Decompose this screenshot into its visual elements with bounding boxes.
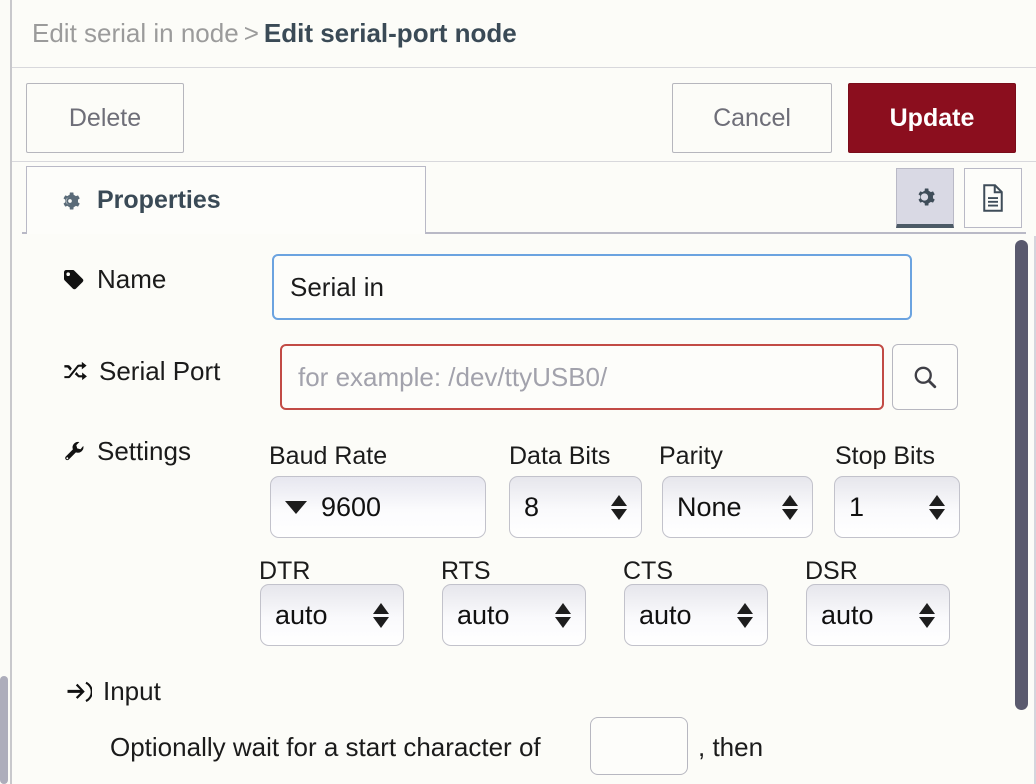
dialog-toolbar: Delete Cancel Update (12, 68, 1036, 162)
data-bits-caption: Data Bits (509, 442, 611, 470)
gear-icon (912, 184, 938, 210)
data-bits-select[interactable]: 8 (509, 476, 642, 538)
tab-bar: Properties (12, 162, 1036, 234)
start-character-text-after: , then (698, 732, 764, 762)
parity-select[interactable]: None (662, 476, 813, 538)
input-section-label: Input (103, 676, 161, 706)
start-character-input[interactable] (590, 717, 688, 775)
dtr-caption: DTR (259, 557, 311, 585)
spinner-arrows-icon (611, 494, 627, 520)
update-button[interactable]: Update (848, 83, 1016, 153)
serial-port-row: Serial Port (22, 328, 1022, 420)
tab-bar-baseline (22, 232, 1026, 234)
sign-in-icon (66, 680, 92, 704)
form-right-edge (1034, 236, 1036, 784)
baud-rate-caption: Baud Rate (269, 442, 388, 470)
breadcrumb-current: Edit serial-port node (263, 18, 517, 48)
data-bits-value: 8 (524, 491, 540, 522)
dsr-select[interactable]: auto (806, 584, 950, 646)
tab-properties[interactable]: Properties (26, 166, 426, 234)
stop-bits-caption: Stop Bits (835, 442, 936, 470)
input-section-heading: Input (66, 676, 161, 707)
baud-rate-value: 9600 (321, 491, 382, 522)
name-label: Name (62, 264, 166, 295)
spinner-arrows-icon (919, 602, 935, 628)
parity-caption: Parity (659, 442, 723, 470)
breadcrumb-separator: > (243, 18, 259, 48)
parity-value: None (677, 491, 742, 522)
spinner-arrows-icon (373, 602, 389, 628)
dsr-caption: DSR (805, 557, 858, 585)
rts-value: auto (457, 599, 510, 630)
serial-port-input[interactable] (280, 344, 884, 410)
spinner-arrows-icon (782, 494, 798, 520)
serial-port-label-text: Serial Port (99, 356, 221, 386)
tab-label: Properties (97, 186, 221, 214)
description-tool-button[interactable] (964, 168, 1022, 228)
spinner-arrows-icon (737, 602, 753, 628)
cts-value: auto (639, 599, 692, 630)
tab-tool-buttons (896, 168, 1022, 228)
wrench-icon (62, 440, 86, 464)
stop-bits-value: 1 (849, 491, 865, 522)
chevron-down-icon (285, 500, 307, 514)
cts-select[interactable]: auto (624, 584, 768, 646)
start-character-text-before: Optionally wait for a start character of (110, 732, 541, 762)
form-scrollbar-thumb[interactable] (1015, 240, 1028, 710)
settings-label: Settings (62, 436, 191, 467)
name-row: Name (22, 236, 1022, 326)
breadcrumb-parent[interactable]: Edit serial in node (32, 18, 239, 48)
delete-button[interactable]: Delete (26, 83, 184, 153)
settings-label-text: Settings (97, 436, 191, 466)
page-scrollbar-thumb[interactable] (0, 676, 8, 784)
settings-tool-button[interactable] (896, 168, 954, 228)
search-icon (911, 363, 939, 391)
dialog-header: Edit serial in node>Edit serial-port nod… (12, 0, 1036, 68)
baud-rate-select[interactable]: 9600 (270, 476, 486, 538)
document-icon (980, 183, 1006, 213)
gear-icon (57, 188, 83, 214)
dialog-frame: Edit serial in node>Edit serial-port nod… (10, 0, 1036, 784)
tag-icon (62, 268, 86, 292)
stop-bits-select[interactable]: 1 (834, 476, 960, 538)
spinner-arrows-icon (555, 602, 571, 628)
dtr-select[interactable]: auto (260, 584, 404, 646)
spinner-arrows-icon (929, 494, 945, 520)
page-scrollbar-track[interactable] (0, 0, 10, 784)
name-input[interactable] (272, 254, 912, 320)
serial-port-search-button[interactable] (892, 344, 958, 410)
serial-port-label: Serial Port (62, 356, 220, 387)
properties-form: Name Serial Port (22, 236, 1022, 784)
rts-select[interactable]: auto (442, 584, 586, 646)
breadcrumb: Edit serial in node>Edit serial-port nod… (32, 16, 517, 50)
rts-caption: RTS (441, 557, 491, 585)
dsr-value: auto (821, 599, 874, 630)
name-label-text: Name (97, 264, 167, 294)
cts-caption: CTS (623, 557, 673, 585)
shuffle-icon (62, 360, 88, 384)
dtr-value: auto (275, 599, 328, 630)
cancel-button[interactable]: Cancel (672, 83, 832, 153)
